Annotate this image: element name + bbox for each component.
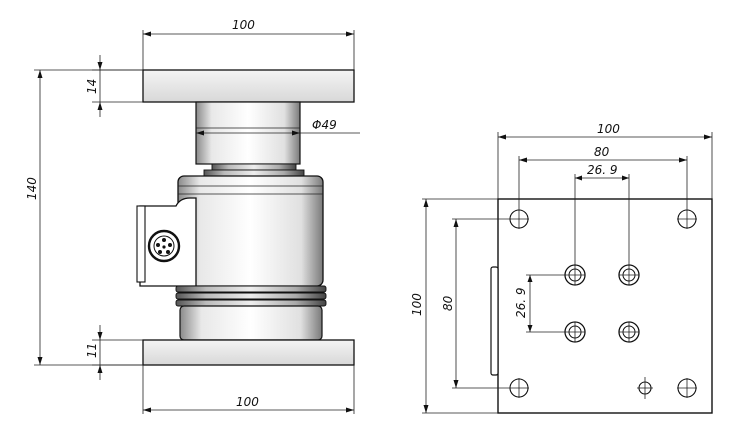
dim-overall-width: 100 xyxy=(497,122,713,199)
dim-bottom-plate-thickness: 11 xyxy=(85,325,143,380)
dim-total-height: 140 xyxy=(25,69,143,366)
counterbore-hole xyxy=(564,321,586,343)
plan-connector-tab xyxy=(490,266,499,376)
dim-top-plate-thickness: 14 xyxy=(85,55,143,117)
bellows-ring xyxy=(175,285,327,293)
dim-inner-hole-spacing-x: 26. 9 xyxy=(574,163,630,265)
dim-overall-height: 100 xyxy=(410,198,498,414)
mounting-hole xyxy=(677,209,697,229)
counterbore-hole xyxy=(564,264,586,286)
dim-cylinder-diameter: Φ49 xyxy=(196,118,360,136)
connector-icon xyxy=(147,229,181,263)
neck-ring xyxy=(211,163,297,171)
plan-plate xyxy=(497,198,713,414)
side-view: 100 14 Φ49 140 xyxy=(25,18,360,414)
load-cell-body xyxy=(177,175,324,287)
neck-ring xyxy=(203,169,305,177)
mounting-hole xyxy=(509,209,529,229)
pin-hole xyxy=(637,377,653,399)
dim-label: 100 xyxy=(597,122,620,136)
dim-label: 14 xyxy=(85,79,99,94)
dim-inner-hole-spacing-y: 26. 9 xyxy=(514,274,565,333)
dim-label: 140 xyxy=(25,177,39,200)
dim-label: 26. 9 xyxy=(514,287,528,318)
mounting-hole xyxy=(509,378,529,398)
dim-outer-hole-spacing-x: 80 xyxy=(518,145,688,209)
bellows-ring xyxy=(175,292,327,300)
dim-label: 100 xyxy=(236,395,259,409)
dim-label: 11 xyxy=(85,343,99,358)
lower-cylinder xyxy=(179,305,323,341)
dim-outer-hole-spacing-y: 80 xyxy=(441,218,509,389)
dim-top-width: 100 xyxy=(142,18,355,70)
plan-view: 100 80 26. 9 100 xyxy=(410,122,713,414)
dim-bottom-width: 100 xyxy=(142,365,355,414)
dim-label: Φ49 xyxy=(312,118,337,132)
counterbore-hole xyxy=(618,321,640,343)
dim-label: 80 xyxy=(594,145,610,159)
bellows-ring xyxy=(175,299,327,307)
mounting-hole xyxy=(677,378,697,398)
dim-label: 80 xyxy=(441,295,455,311)
dim-label: 26. 9 xyxy=(587,163,618,177)
dim-label: 100 xyxy=(232,18,255,32)
counterbore-hole xyxy=(618,264,640,286)
top-plate xyxy=(142,69,355,103)
dim-label: 100 xyxy=(410,293,424,316)
bottom-plate xyxy=(142,339,355,366)
